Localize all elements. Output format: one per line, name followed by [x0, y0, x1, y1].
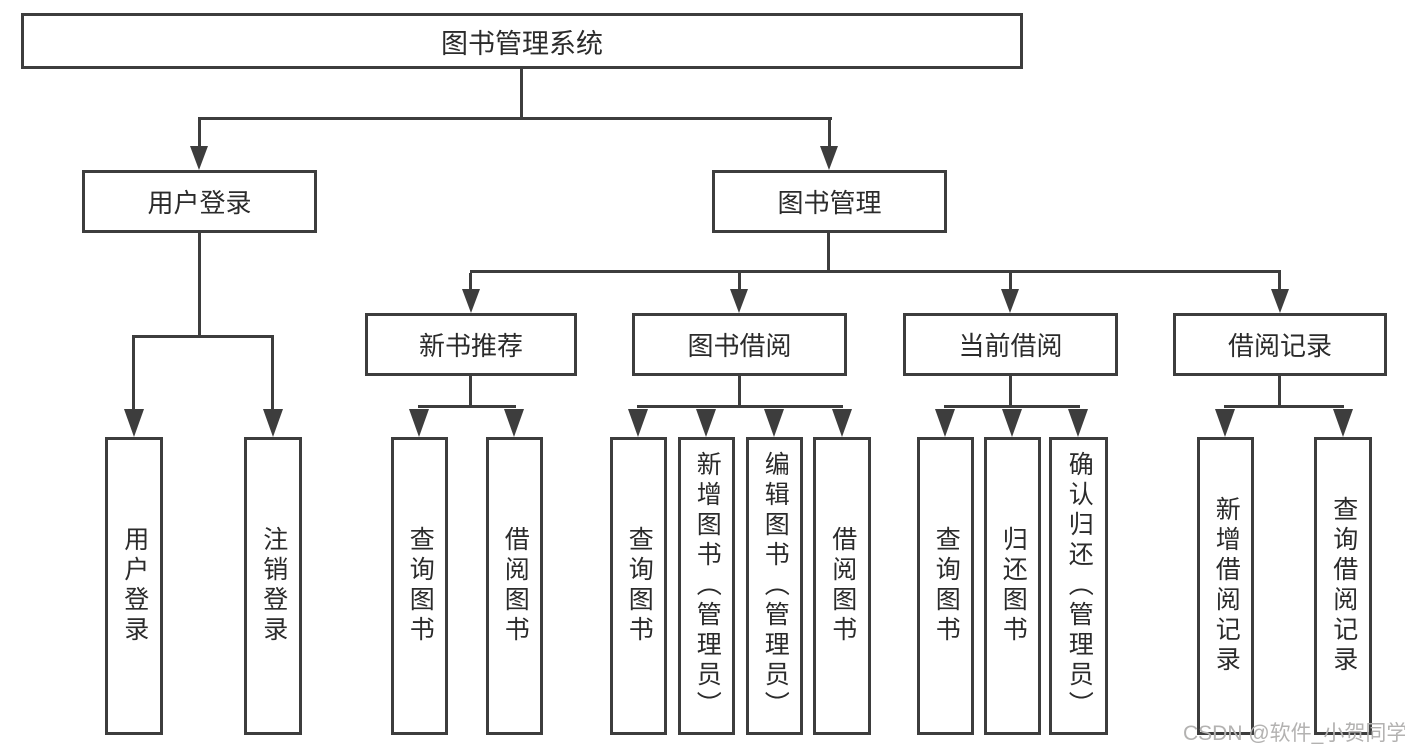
leaf-label: 查询图书 — [406, 526, 435, 646]
arrowhead-book-management — [820, 146, 838, 170]
connector-book-management-stem — [827, 233, 830, 272]
arrowhead-leaf-edit-book — [764, 409, 784, 437]
connector-stem-leaf-user-login — [132, 338, 135, 412]
node-label: 图书管理 — [777, 188, 882, 218]
node-label: 图书借阅 — [687, 331, 792, 361]
node-current-borrowing: 当前借阅 — [903, 313, 1118, 376]
node-book-borrowing: 图书借阅 — [632, 313, 847, 376]
leaf-add-borrow-record: 新增借阅记录 — [1197, 437, 1254, 735]
arrowhead-leaf-query-record — [1333, 409, 1353, 437]
connector-stem-user-login — [198, 120, 201, 148]
arrowhead-leaf-query-book-2 — [628, 409, 648, 437]
connector-stem-book-management — [828, 120, 831, 148]
arrowhead-leaf-logout — [263, 409, 283, 437]
leaf-query-book-2: 查询图书 — [610, 437, 667, 735]
connector-root-stem — [520, 69, 523, 119]
arrowhead-user-login — [190, 146, 208, 170]
arrowhead-leaf-query-book-3 — [935, 409, 955, 437]
connector-borrowing-records-bar — [1224, 405, 1344, 408]
leaf-borrow-book-1: 借阅图书 — [486, 437, 543, 735]
leaf-label: 查询借阅记录 — [1329, 496, 1358, 676]
node-library-management-system: 图书管理系统 — [21, 13, 1023, 69]
arrowhead-new-book — [462, 289, 480, 313]
leaf-label: 用户登录 — [120, 526, 149, 646]
leaf-label: 新增借阅记录 — [1212, 496, 1241, 676]
arrowhead-leaf-add-book — [696, 409, 716, 437]
node-book-management: 图书管理 — [712, 170, 947, 233]
connector-book-borrowing-stem — [738, 376, 741, 407]
leaf-label: 注销登录 — [259, 526, 288, 646]
connector-new-book-stem — [469, 376, 472, 407]
connector-stem-borrowing-records — [1278, 273, 1281, 290]
arrowhead-current-borrowing — [1001, 289, 1019, 313]
connector-book-borrowing-bar — [637, 405, 843, 408]
leaf-user-login: 用户登录 — [105, 437, 163, 735]
connector-stem-book-borrowing — [738, 273, 741, 290]
connector-user-login-stem — [198, 233, 201, 337]
leaf-confirm-return-admin: 确认归还（管理员） — [1049, 437, 1108, 735]
leaf-label: 查询图书 — [625, 526, 654, 646]
node-label: 借阅记录 — [1227, 331, 1332, 361]
arrowhead-leaf-query-book-1 — [409, 409, 429, 437]
connector-user-login-bar — [132, 335, 274, 338]
node-new-book-recommendation: 新书推荐 — [365, 313, 577, 376]
arrowhead-leaf-confirm-return — [1068, 409, 1088, 437]
leaf-query-book-1: 查询图书 — [391, 437, 448, 735]
leaf-logout: 注销登录 — [244, 437, 302, 735]
leaf-label: 借阅图书 — [501, 526, 530, 646]
leaf-label: 确认归还（管理员） — [1065, 451, 1094, 721]
leaf-label: 编辑图书（管理员） — [761, 451, 790, 721]
connector-borrowing-records-stem — [1278, 376, 1281, 407]
arrowhead-leaf-borrow-book-2 — [832, 409, 852, 437]
leaf-label: 借阅图书 — [828, 526, 857, 646]
arrowhead-leaf-return-book — [1002, 409, 1022, 437]
connector-stem-new-book — [469, 273, 472, 290]
connector-current-borrowing-stem — [1009, 376, 1012, 407]
arrowhead-book-borrowing — [730, 289, 748, 313]
connector-current-borrowing-bar — [944, 405, 1080, 408]
connector-level3-bar — [470, 270, 1281, 273]
leaf-borrow-book-2: 借阅图书 — [813, 437, 871, 735]
leaf-query-book-3: 查询图书 — [917, 437, 974, 735]
leaf-label: 归还图书 — [999, 526, 1028, 646]
connector-stem-current-borrowing — [1009, 273, 1012, 290]
node-label: 用户登录 — [147, 188, 252, 218]
node-user-login: 用户登录 — [82, 170, 317, 233]
leaf-edit-book-admin: 编辑图书（管理员） — [746, 437, 803, 735]
node-label: 当前借阅 — [958, 331, 1063, 361]
arrowhead-leaf-add-record — [1215, 409, 1235, 437]
arrowhead-leaf-user-login — [124, 409, 144, 437]
connector-new-book-bar — [418, 405, 516, 408]
arrowhead-leaf-borrow-book-1 — [504, 409, 524, 437]
node-label: 图书管理系统 — [441, 28, 603, 59]
leaf-label: 新增图书（管理员） — [693, 451, 722, 721]
leaf-add-book-admin: 新增图书（管理员） — [678, 437, 735, 735]
node-label: 新书推荐 — [418, 331, 523, 361]
node-borrowing-records: 借阅记录 — [1173, 313, 1387, 376]
leaf-label: 查询图书 — [932, 526, 961, 646]
connector-level2-bar — [198, 117, 832, 120]
leaf-query-borrow-record: 查询借阅记录 — [1314, 437, 1372, 735]
connector-stem-leaf-logout — [271, 338, 274, 412]
arrowhead-borrowing-records — [1271, 289, 1289, 313]
leaf-return-book: 归还图书 — [984, 437, 1041, 735]
